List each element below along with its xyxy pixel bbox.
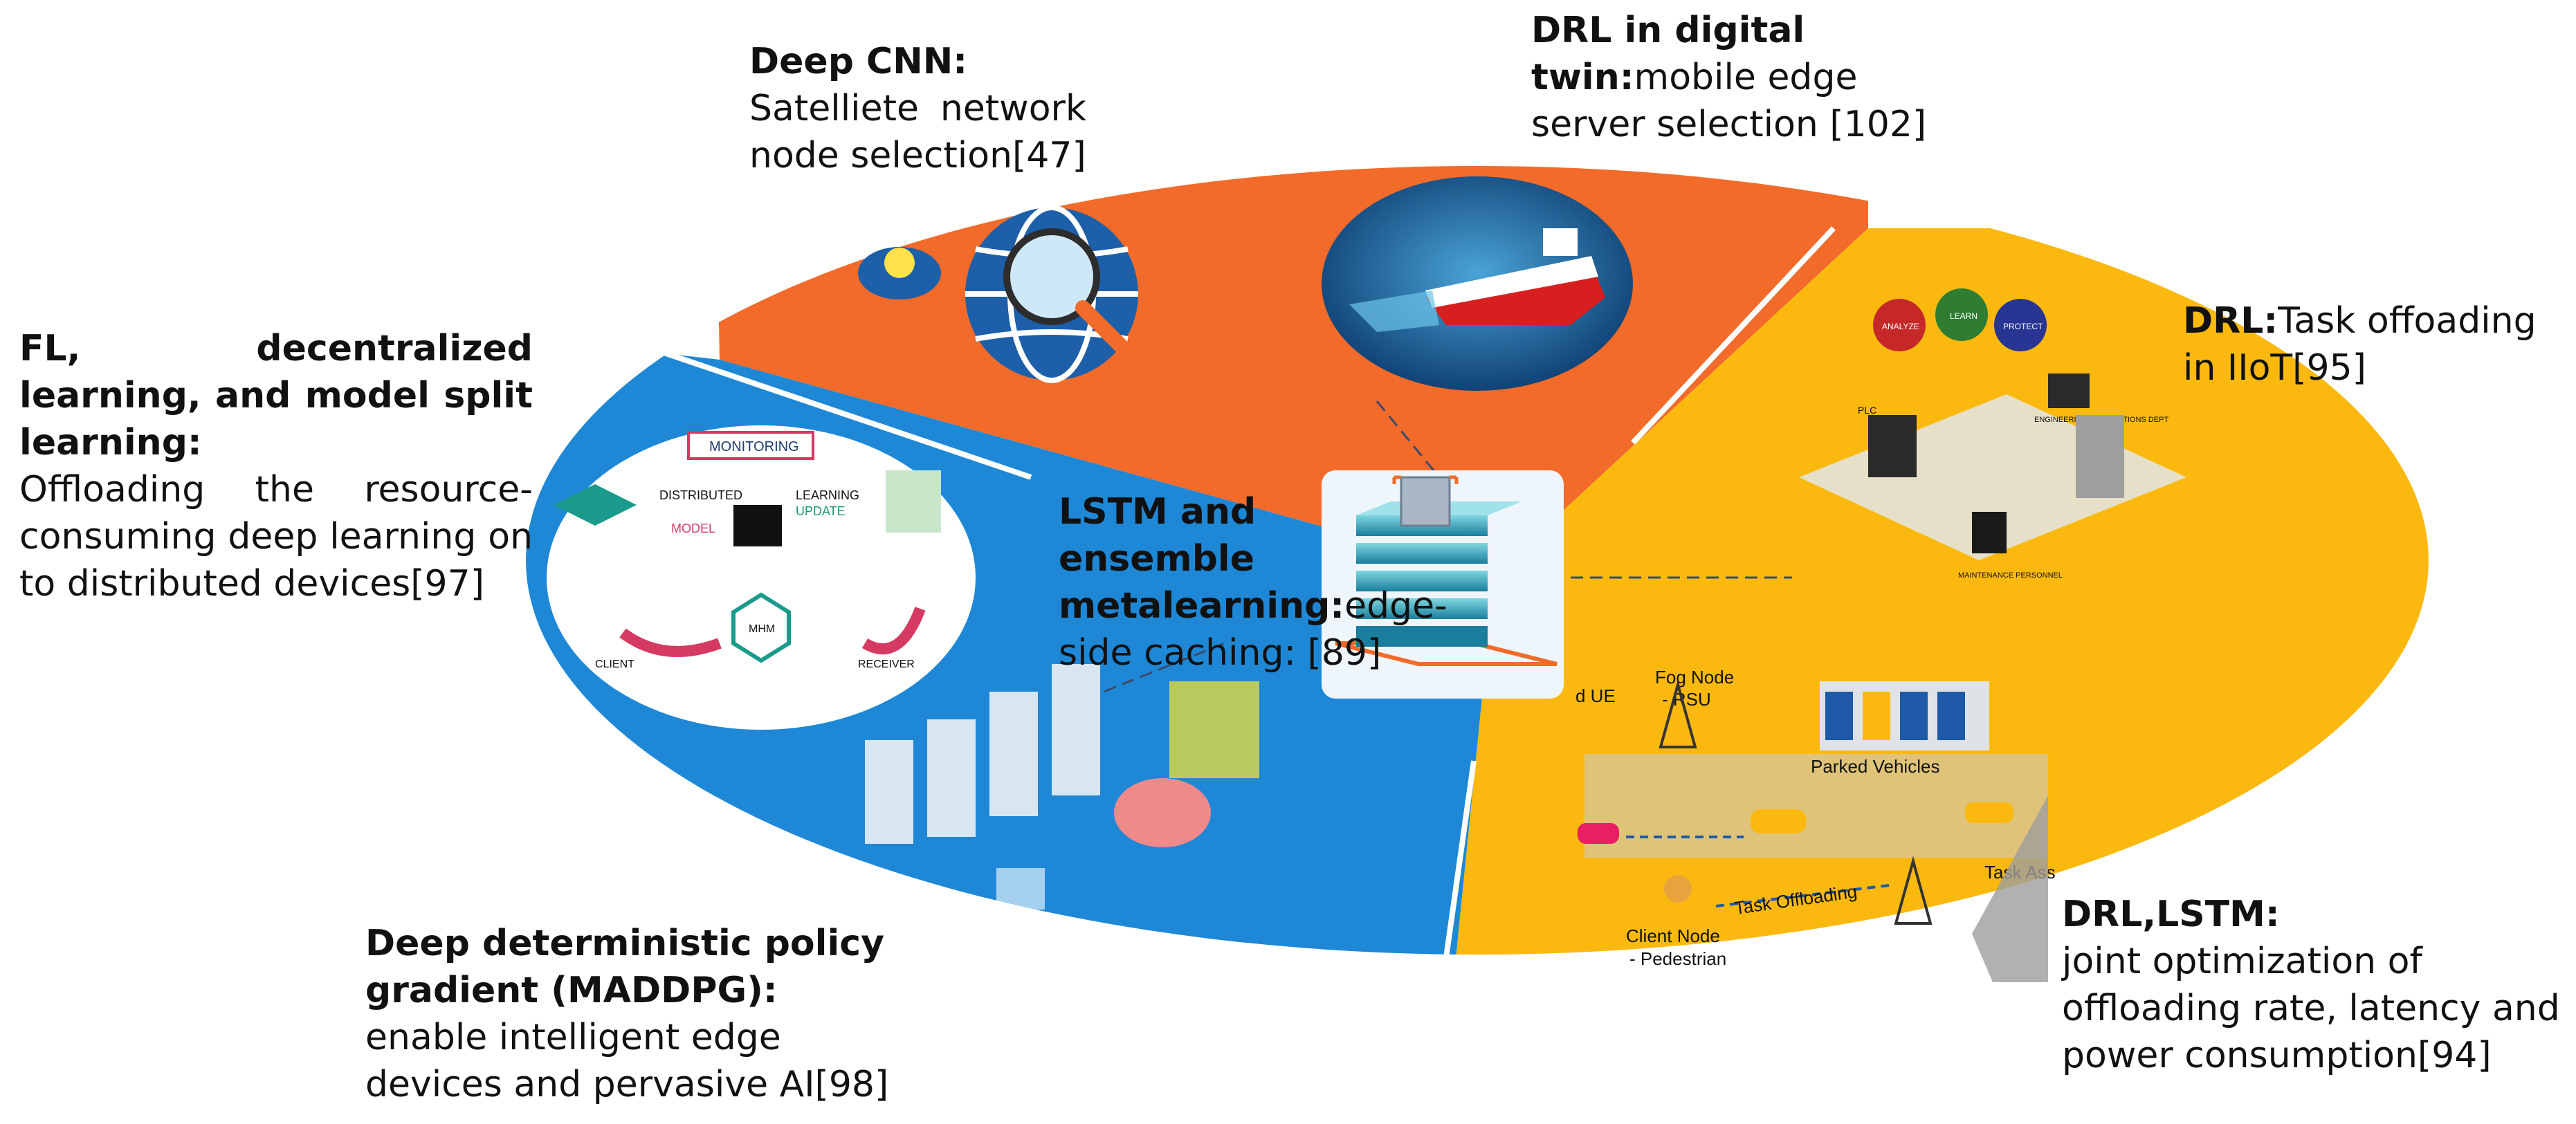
label-drl-lstm-body: joint optimization of offloading rate, l… [2062,941,2560,1076]
label-drl-dt-title-b: twin: [1531,57,1634,98]
label-maddpg: Deep deterministic policy gradient (MADD… [365,920,891,1108]
label-fl-body: Offloading the resource-consuming deep l… [19,469,533,605]
label-fl-title: FL, decentralized learning, and model sp… [19,328,533,463]
globe-search-illustration [858,205,1138,383]
mhm-text: MHM [749,623,775,635]
pedestrian-text: - Pedestrian [1629,948,1726,969]
label-drl-dt-body: mobile edge server selection [102] [1531,57,1927,145]
label-drl-iiot-title: DRL: [2183,300,2278,342]
divider-orange-yellow [1631,226,1836,445]
connector-line [1376,400,1441,478]
label-drl-iiot: DRL:Task offoading in IIoT[95] [2183,297,2570,391]
distributed-text: DISTRIBUTED [659,488,742,502]
parked-vehicles-text: Parked Vehicles [1811,756,1939,777]
plc-text: PLC [1858,405,1876,416]
label-maddpg-body: enable intelligent edge devices and perv… [365,1017,889,1105]
rsu-text: - RSU [1662,689,1711,710]
connector-line [1086,642,1225,700]
client-node-text: Client Node [1626,925,1720,946]
fog-node-text: Fog Node [1655,667,1734,688]
label-drl-digital-twin: DRL in digital twin:mobile edge server s… [1531,7,1933,148]
analyze-text: ANALYZE [1882,322,1919,331]
ring-segment-orange [713,166,1868,574]
label-drl-iiot-body: Task offoading in IIoT[95] [2183,300,2537,389]
label-lstm-body: edge-side caching: [89] [1059,585,1447,674]
model-text: MODEL [671,522,715,535]
iiot-illustration: ANALYZE LEARN PROTECT PLC ENGINEERING & … [1799,288,2186,580]
protect-text: PROTECT [2003,322,2043,331]
label-drl-dt-title-a: DRL in digital [1531,10,1805,51]
client-text: CLIENT [595,658,634,670]
label-fl: FL, decentralized learning, and model sp… [19,325,533,607]
divider-blue-yellow [1440,760,1477,983]
maintenance-text: MAINTENANCE PERSONNEL [1958,571,2063,580]
learn-text: LEARN [1950,311,1977,321]
update-text: UPDATE [796,504,846,518]
label-deep-cnn-body: Satelliete network node selection[47] [749,88,1086,176]
monitoring-text: MONITORING [709,439,799,454]
label-lstm-ensemble: LSTM and ensemble metalearning:edge-side… [1059,488,1447,676]
server-stack-illustration [1322,470,1564,699]
ship-digital-twin-illustration [1322,176,1633,391]
vehicular-network-illustration: Parked Vehicles d UE Fog Node - RSU Clie… [1575,667,2056,982]
label-deep-cnn: Deep CNN: Satelliete network node select… [749,38,1086,179]
receiver-text: RECEIVER [858,658,915,670]
datacenter-illustration [865,664,1259,910]
label-lstm-title: LSTM and ensemble metalearning: [1059,491,1345,627]
label-drl-lstm-title: DRL,LSTM: [2062,894,2280,935]
label-maddpg-title: Deep deterministic policy gradient (MADD… [365,923,885,1011]
ue-text: d UE [1575,685,1616,706]
divider-blue-orange [642,343,1032,480]
label-drl-lstm: DRL,LSTM: joint optimization of offloadi… [2062,891,2560,1079]
fl-illustration: MONITORING DISTRIBUTED LEARNING MODEL UP… [547,425,976,730]
label-deep-cnn-title: Deep CNN: [749,41,968,82]
learning-text: LEARNING [796,488,859,502]
